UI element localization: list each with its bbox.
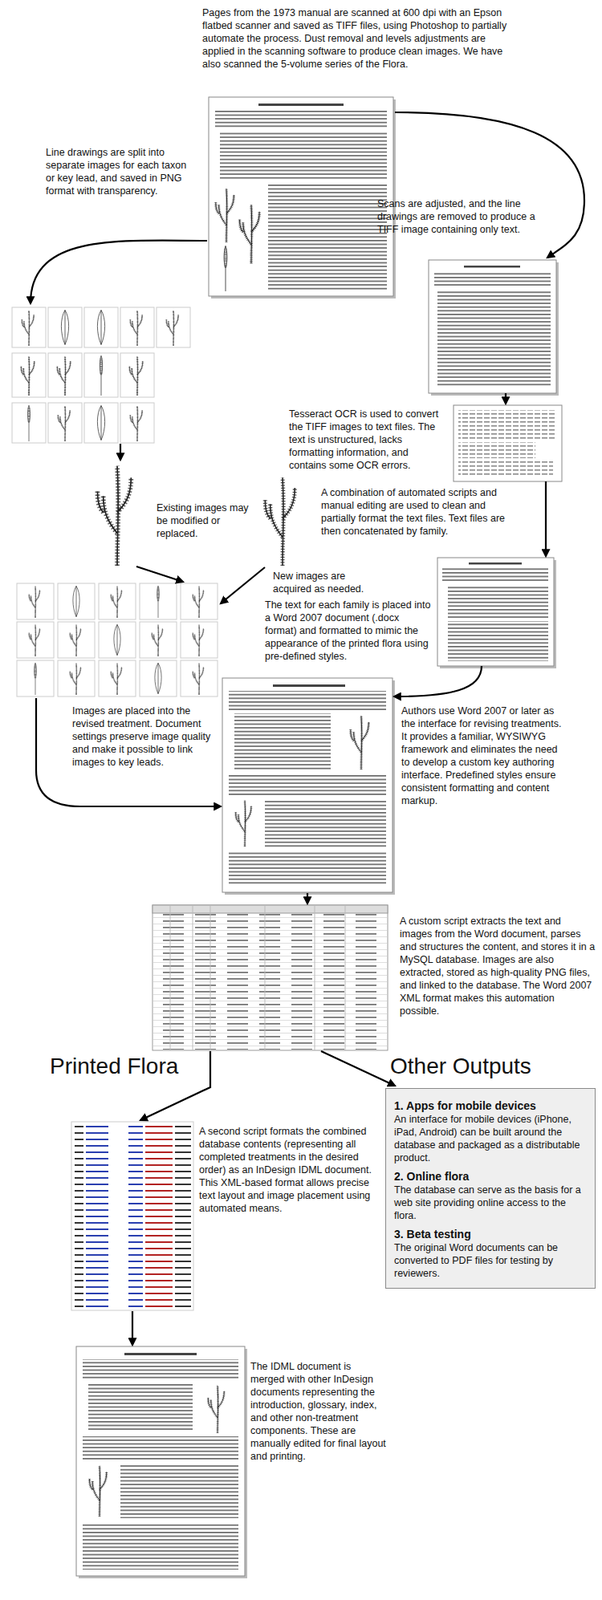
item-title: 1. Apps for mobile devices bbox=[394, 1098, 587, 1114]
cleaned-text-file bbox=[437, 557, 557, 669]
item-text: An interface for mobile devices (iPhone,… bbox=[394, 1113, 587, 1165]
database-table bbox=[152, 905, 388, 1051]
item-title: 2. Online flora bbox=[394, 1169, 587, 1184]
step-note: Images are placed into the revised treat… bbox=[72, 704, 219, 769]
flow-arrow bbox=[119, 443, 122, 460]
panel-box: 1. Apps for mobile devicesAn interface f… bbox=[385, 1088, 596, 1290]
ocr-text-file bbox=[453, 405, 562, 482]
flow-arrow bbox=[131, 1311, 134, 1346]
new-image bbox=[264, 477, 295, 566]
flow-arrow bbox=[394, 666, 482, 697]
flow-arrow bbox=[321, 1051, 395, 1087]
section-heading: Printed Flora bbox=[49, 1053, 203, 1081]
text-only-page bbox=[428, 260, 559, 396]
flow-arrow bbox=[394, 112, 585, 258]
flow-arrow bbox=[220, 567, 265, 604]
step-note: The text for each family is placed into … bbox=[264, 598, 432, 664]
final-printed-page bbox=[76, 1346, 248, 1579]
existing-image bbox=[97, 466, 131, 566]
flow-arrow bbox=[545, 481, 547, 557]
word-document bbox=[222, 678, 395, 895]
item-text: The database can serve as the basis for … bbox=[394, 1183, 587, 1223]
flow-arrow bbox=[306, 893, 309, 904]
step-note: Existing images may be modified or repla… bbox=[156, 501, 253, 541]
line-drawing-thumbnails bbox=[12, 307, 191, 444]
step-note: Line drawings are split into separate im… bbox=[45, 146, 191, 198]
step-note: Authors use Word 2007 or later as the in… bbox=[401, 704, 562, 808]
step-note: A second script formats the combined dat… bbox=[199, 1125, 386, 1216]
panel-heading: Other Outputs bbox=[385, 1053, 596, 1081]
revised-image-set bbox=[16, 583, 218, 697]
step-note: A combination of automated scripts and m… bbox=[321, 486, 514, 538]
flow-arrow bbox=[504, 393, 507, 404]
scanned-page bbox=[208, 97, 396, 299]
item-text: The original Word documents can be conve… bbox=[394, 1241, 587, 1281]
idml-xml-listing bbox=[71, 1122, 194, 1311]
step-note: New images are acquired as needed. bbox=[272, 569, 386, 596]
flow-arrow bbox=[136, 566, 184, 582]
flow-arrow bbox=[30, 240, 208, 304]
step-note: The IDML document is merged with other I… bbox=[250, 1360, 387, 1464]
item-title: 3. Beta testing bbox=[394, 1227, 587, 1242]
flow-arrow bbox=[36, 698, 221, 807]
step-note: Tesseract OCR is used to convert the TIF… bbox=[288, 407, 448, 472]
step-note: Scans are adjusted, and the line drawing… bbox=[377, 197, 546, 236]
step-note: Pages from the 1973 manual are scanned a… bbox=[202, 6, 520, 71]
step-note: A custom script extracts the text and im… bbox=[399, 915, 596, 1018]
output-panel: Other Outputs 1. Apps for mobile devicesA… bbox=[385, 1053, 596, 1290]
